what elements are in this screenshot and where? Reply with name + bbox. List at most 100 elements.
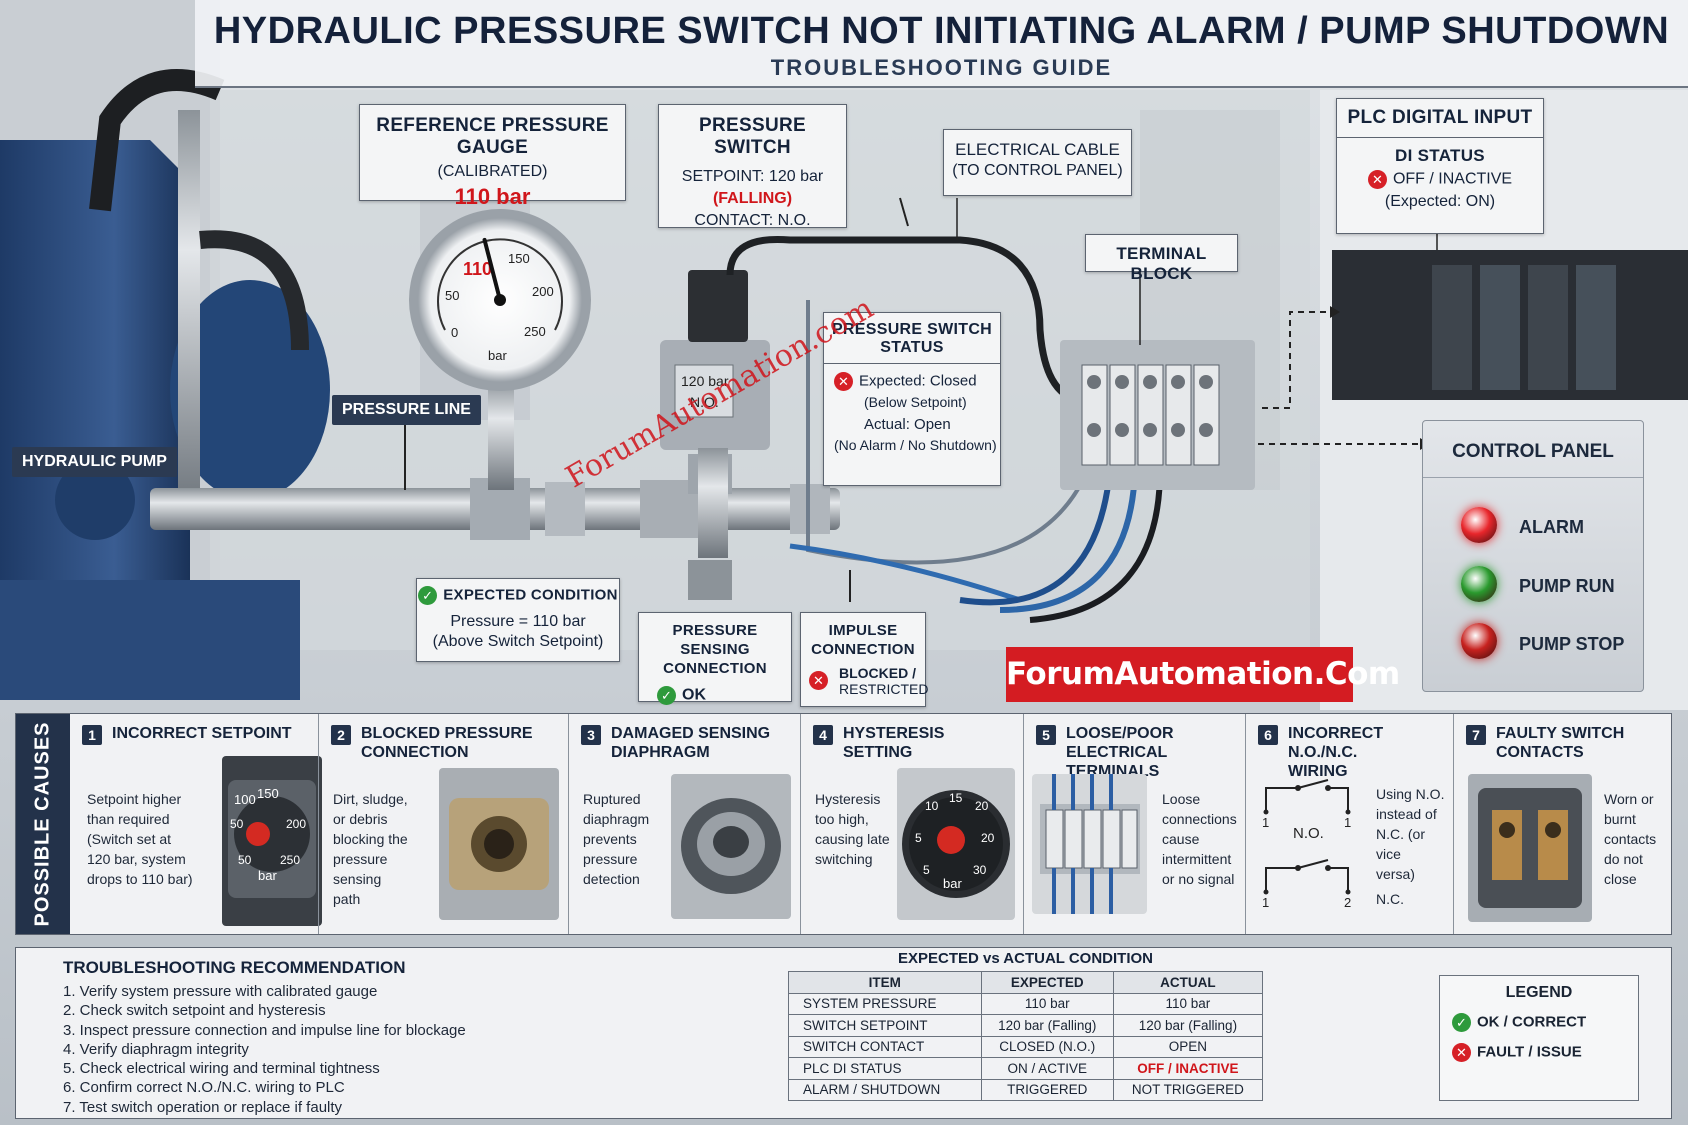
list-item: 6. Confirm correct N.O./N.C. wiring to P… xyxy=(63,1079,345,1097)
table-header: EXPECTED xyxy=(980,971,1114,994)
cause-title: BLOCKED PRESSURE CONNECTION xyxy=(361,724,533,762)
comparison-title: EXPECTED vs ACTUAL CONDITION xyxy=(897,950,1154,967)
cause-number: 3 xyxy=(581,725,601,745)
table-cell: OPEN xyxy=(1112,1035,1264,1058)
svg-text:5: 5 xyxy=(915,831,922,845)
table-cell: ON / ACTIVE xyxy=(980,1057,1114,1080)
status-expected: ✕Expected: Closed xyxy=(834,372,1000,391)
svg-text:bar: bar xyxy=(943,876,962,891)
no-nc-wiring-diagram: 1 1 N.O. 1 2 xyxy=(1262,779,1351,910)
table-cell: SYSTEM PRESSURE xyxy=(788,992,982,1015)
svg-text:200: 200 xyxy=(286,817,306,831)
table-header-row: ITEM EXPECTED ACTUAL xyxy=(788,971,1264,994)
cause-title-l2: DIAPHRAGM xyxy=(611,744,710,761)
hysteresis-dial-image: 10 15 20 5 20 5 30 bar xyxy=(897,768,1015,920)
plc-box-title: PLC DIGITAL INPUT xyxy=(1337,99,1543,138)
switch-box-title: PRESSURE SWITCH xyxy=(699,115,806,158)
gauge-tick-200: 200 xyxy=(532,284,554,299)
expected-title-text: EXPECTED CONDITION xyxy=(443,586,618,604)
svg-text:5: 5 xyxy=(923,863,930,877)
gauge-tick-110: 110 xyxy=(463,259,492,279)
switch-plate-contact: N.O. xyxy=(690,394,719,410)
possible-causes-panel: POSSIBLE CAUSES 1 INCORRECT SETPOINT Set… xyxy=(15,713,1672,935)
cause-number: 2 xyxy=(331,725,351,745)
table-cell: SWITCH CONTACT xyxy=(788,1035,982,1058)
title-banner: HYDRAULIC PRESSURE SWITCH NOT INITIATING… xyxy=(195,0,1688,88)
fault-icon: ✕ xyxy=(809,671,828,690)
legend-item-ok: ✓OK / CORRECT xyxy=(1452,1013,1638,1032)
impulse-title-l1: IMPULSE xyxy=(828,622,898,639)
svg-text:N.O.: N.O. xyxy=(1293,825,1324,842)
recommendation-panel: TROUBLESHOOTING RECOMMENDATION 1. Verify… xyxy=(15,947,1672,1119)
nc-label: N.C. xyxy=(1376,891,1404,907)
pump-run-lamp xyxy=(1461,566,1497,602)
cause-number: 7 xyxy=(1466,725,1486,745)
cause-title-l1: INCORRECT N.O./N.C. xyxy=(1288,725,1384,761)
sensing-title-l1: PRESSURE SENSING xyxy=(672,622,758,658)
gauge-tick-0: 0 xyxy=(451,325,458,340)
list-item: 3. Inspect pressure connection and impul… xyxy=(63,1021,466,1039)
control-panel: CONTROL PANEL ALARM PUMP RUN PUMP STOP xyxy=(1422,420,1644,692)
expected-condition-title: ✓EXPECTED CONDITION xyxy=(417,586,619,605)
svg-text:150: 150 xyxy=(257,786,279,801)
switch-plate-setpoint: 120 bar xyxy=(681,373,729,389)
legend-title: LEGEND xyxy=(1505,984,1573,1001)
list-item: 4. Verify diaphragm integrity xyxy=(63,1040,249,1058)
gauge-unit: bar xyxy=(488,348,507,363)
table-cell: SWITCH SETPOINT xyxy=(788,1014,982,1037)
gauge-needle xyxy=(482,237,502,302)
expected-line2: (Above Switch Setpoint) xyxy=(432,633,604,650)
reference-gauge-box: REFERENCE PRESSURE GAUGE (CALIBRATED) 11… xyxy=(359,104,626,209)
svg-text:250: 250 xyxy=(280,853,300,867)
alarm-lamp-label: ALARM xyxy=(1519,517,1584,537)
cable-box-line2: (TO CONTROL PANEL) xyxy=(952,162,1123,179)
table-cell: 120 bar (Falling) xyxy=(980,1014,1114,1037)
gauge-box-value: 110 bar xyxy=(454,184,531,209)
svg-text:20: 20 xyxy=(981,831,995,845)
brand-banner: ForumAutomation.Com xyxy=(1006,647,1400,702)
list-item: 2. Check switch setpoint and hysteresis xyxy=(63,1002,326,1020)
pressure-switch-box: PRESSURE SWITCH SETPOINT: 120 bar (FALLI… xyxy=(658,104,847,229)
table-cell: PLC DI STATUS xyxy=(788,1057,982,1080)
cause-title-l1: LOOSE/POOR xyxy=(1066,725,1174,742)
table-cell: NOT TRIGGERED xyxy=(1112,1078,1264,1101)
table-cell: 120 bar (Falling) xyxy=(1112,1014,1264,1037)
electrical-cable-box: ELECTRICAL CABLE (TO CONTROL PANEL) xyxy=(943,129,1132,196)
table-cell: CLOSED (N.O.) xyxy=(980,1035,1114,1058)
impulse-status: ✕ BLOCKED / RESTRICTED xyxy=(801,665,929,697)
sensing-status: ✓OK xyxy=(639,686,791,705)
cause-title-l1: BLOCKED PRESSURE xyxy=(361,725,533,742)
expected-line1: Pressure = 110 bar xyxy=(450,613,586,630)
impulse-status-l1: BLOCKED / xyxy=(839,665,916,681)
plc-status-value: ✕OFF / INACTIVE xyxy=(1337,170,1543,189)
diaphragm-image xyxy=(671,774,791,919)
impulse-status-l2: RESTRICTED xyxy=(839,681,929,697)
status-box-title-l2: STATUS xyxy=(880,339,944,356)
plc-status-expected: (Expected: ON) xyxy=(1384,193,1496,210)
page-subtitle: TROUBLESHOOTING GUIDE xyxy=(770,55,1113,80)
status-expected-text: Expected: Closed xyxy=(859,372,977,390)
plc-status-title: DI STATUS xyxy=(1395,146,1485,165)
svg-text:bar: bar xyxy=(258,868,277,883)
svg-text:30: 30 xyxy=(973,863,987,877)
list-item: 5. Check electrical wiring and terminal … xyxy=(63,1060,380,1078)
table-cell: ALARM / SHUTDOWN xyxy=(788,1078,982,1101)
terminal-block-box: TERMINAL BLOCK xyxy=(1085,234,1238,283)
status-box-title-l1: PRESSURE SWITCH xyxy=(831,321,993,338)
cause-title-l2: CONNECTION xyxy=(361,744,469,761)
cause-number: 5 xyxy=(1036,725,1056,745)
